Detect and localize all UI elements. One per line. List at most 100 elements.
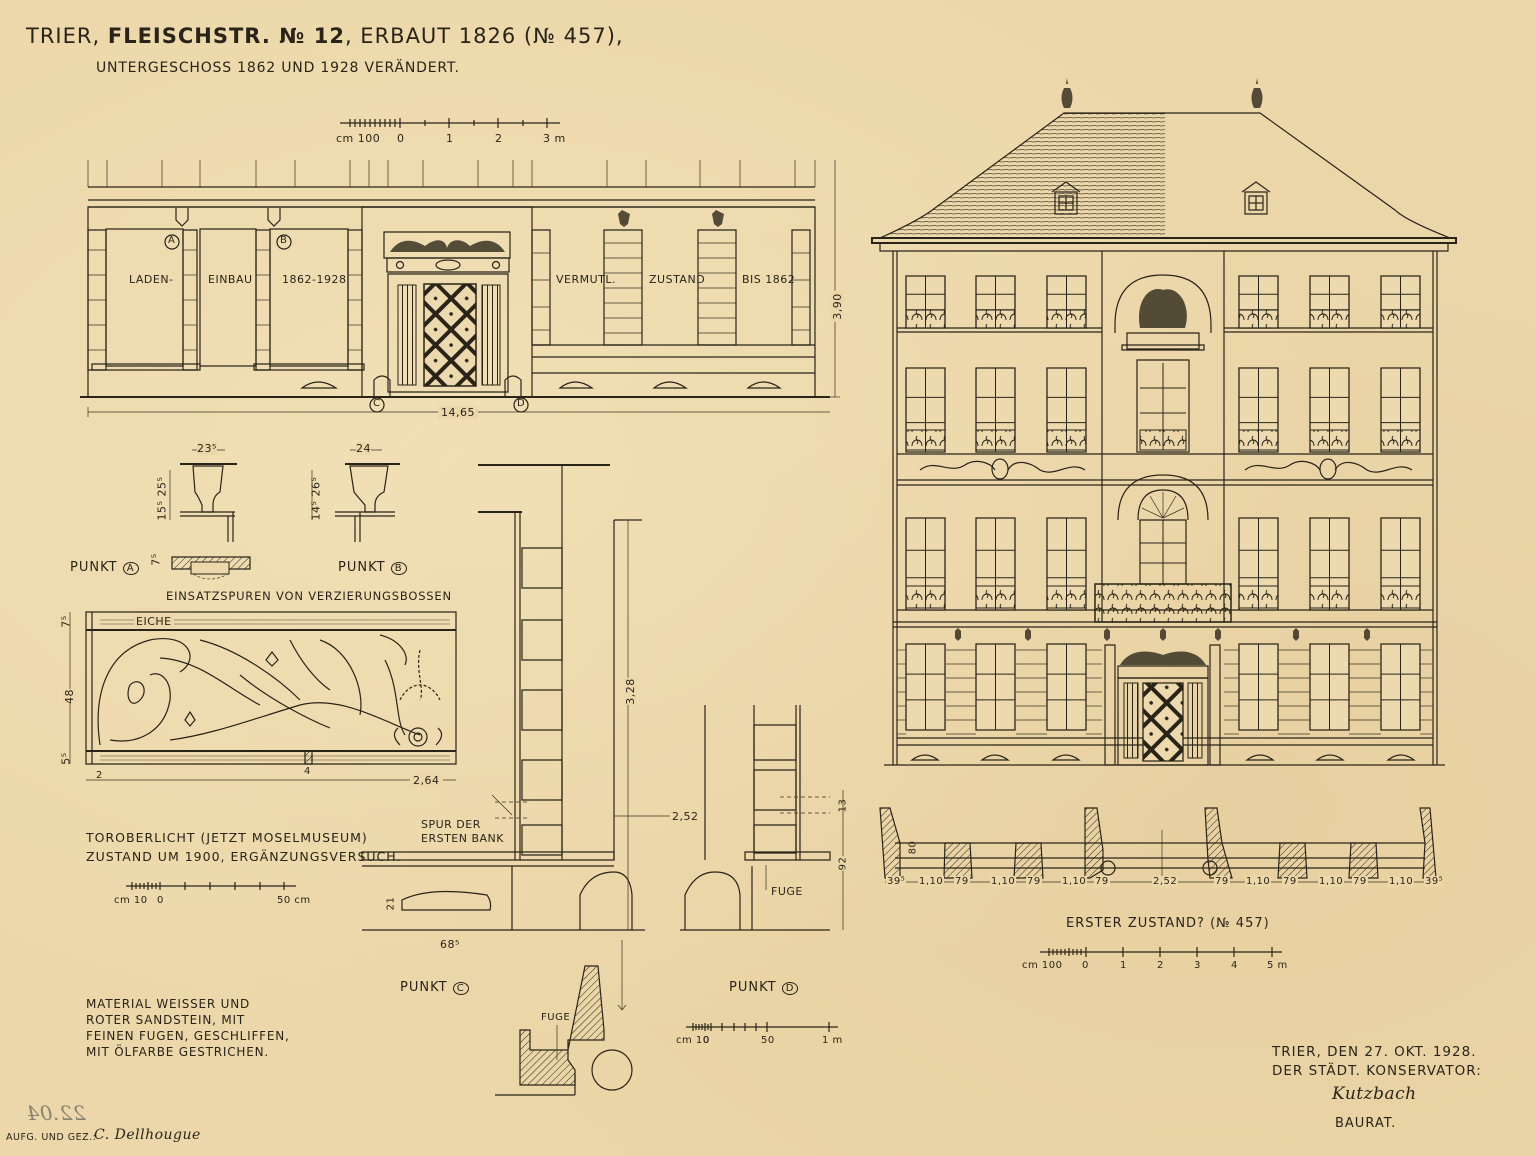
scale-label: cm 10 [114, 895, 148, 906]
scale-label: cm 100 [1022, 960, 1063, 971]
signature-role: BAURAT. [1335, 1116, 1397, 1131]
scale-label: 0 [703, 1035, 710, 1046]
width-dimension: 14,65 [438, 406, 478, 419]
annotation-spur-1: SPUR DER [421, 818, 481, 831]
scale-bar-transom [126, 882, 296, 890]
dim-b-width: 24 [356, 442, 371, 455]
scale-label: 1 [446, 132, 454, 145]
material-note-line: MIT ÖLFARBE GESTRICHEN. [86, 1045, 270, 1059]
window-railing [1239, 430, 1278, 450]
signature-office: DER STÄDT. KONSERVATOR: [1272, 1063, 1482, 1079]
conservator-signature: Kutzbach [1332, 1084, 1417, 1104]
material-eiche: EICHE [134, 615, 174, 628]
window-railing [1047, 310, 1086, 328]
joint-label-d: FUGE [771, 885, 803, 898]
plan-dimension: 1,10 [1061, 876, 1088, 887]
transom-detail [70, 612, 456, 780]
title-city: TRIER, [26, 24, 101, 48]
window-railing [1310, 310, 1349, 328]
annotation-spur-2: ERSTEN BANK [421, 832, 504, 845]
window-railing [1239, 586, 1278, 608]
plan-dimension: 39⁵ [886, 876, 907, 887]
scale-label: 0 [397, 132, 405, 145]
title-street: FLEISCHSTR. № 12 [107, 24, 345, 48]
dim-a-upper: 25⁵ [155, 476, 169, 497]
dim-d-upper: 13 [837, 798, 849, 813]
dim-d-lower: 92 [837, 856, 849, 871]
dim-transom-post: 4 [304, 766, 311, 777]
scale-label: 0 [1082, 960, 1089, 971]
dim-b-upper: 26⁵ [309, 476, 323, 497]
scale-label: 2 [1157, 960, 1164, 971]
marker-a: A [122, 562, 139, 575]
dim-transom-top: 7⁵ [59, 615, 73, 628]
facade-caption: ERSTER ZUSTAND? (№ 457) [1066, 916, 1270, 931]
scale-label: 50 [761, 1035, 775, 1046]
material-note-line: FEINEN FUGEN, GESCHLIFFEN, [86, 1029, 290, 1043]
transom-caption-1: TOROBERLICHT (JETZT MOSELMUSEUM) [86, 830, 368, 845]
elevation-label: ZUSTAND [649, 273, 706, 286]
plan-dimension: 79 [954, 876, 970, 887]
window-railing [1047, 586, 1086, 608]
window-railing [906, 430, 945, 450]
punkt-label: PUNKT [70, 560, 118, 575]
scale-label: 0 [157, 895, 164, 906]
scale-bar-top [340, 118, 560, 128]
dim-a-lower: 15⁵ [155, 500, 169, 521]
scale-bar-facade [1040, 947, 1282, 957]
plan-dimension: 1,10 [1318, 876, 1345, 887]
dormer [1052, 182, 1270, 214]
plan-dimension: 1,10 [1245, 876, 1272, 887]
dim-section-height: 3,28 [623, 678, 637, 705]
credits-label: AUFG. UND GEZ.: [6, 1132, 97, 1143]
scale-label: 3 m [543, 132, 566, 145]
sheet-subtitle: UNTERGESCHOSS 1862 UND 1928 VERÄNDERT. [96, 60, 460, 76]
facade-plan [880, 808, 1440, 882]
detail-b-label: PUNKT B [338, 560, 407, 575]
plan-dimension: 79 [1352, 876, 1368, 887]
window-railing [1381, 430, 1420, 450]
dim-transom-bottom: 5⁵ [59, 752, 73, 765]
dim-plinth-height: 80 [907, 840, 919, 855]
ground-floor-elevation [80, 118, 840, 417]
facade-elevation [872, 78, 1456, 765]
dim-a-width: 23⁵ [197, 442, 217, 455]
elevation-label: 1862-1928 [282, 273, 347, 286]
dim-a-depth: 7⁵ [149, 553, 163, 566]
scale-label: 5 m [1267, 960, 1288, 971]
punkt-label: PUNKT [338, 560, 386, 575]
plan-dimension: 1,10 [1388, 876, 1415, 887]
plan-dimension: 2,52 [1152, 876, 1179, 887]
transom-caption-2: ZUSTAND UM 1900, ERGÄNZUNGSVERSUCH. [86, 849, 402, 864]
elevation-label: LADEN- [129, 273, 174, 286]
marker-b: B [280, 235, 288, 246]
punkt-label: PUNKT [400, 980, 448, 995]
marker-a: A [168, 235, 176, 246]
dim-b-lower: 14⁵ [309, 500, 323, 521]
scale-label: cm 10 [676, 1035, 710, 1046]
plan-dimension: 79 [1214, 876, 1230, 887]
portal-doorway [362, 207, 532, 397]
scale-label: 50 cm [277, 895, 311, 906]
window-railing [1239, 310, 1278, 328]
punkt-label: PUNKT [729, 980, 777, 995]
section-d [680, 705, 843, 930]
title-built: , ERBAUT 1826 (№ 457), [344, 24, 624, 48]
detail-a-label: PUNKT A [70, 560, 139, 575]
scale-label: 2 [495, 132, 503, 145]
plan-dimension: 1,10 [990, 876, 1017, 887]
draftsman-signature: C. Dellhougue [94, 1127, 201, 1143]
elevation-label: BIS 1862 [742, 273, 796, 286]
marker-d: D [517, 398, 526, 409]
section-d-label: PUNKT D [729, 980, 799, 995]
scale-label: cm 100 [336, 132, 381, 145]
sheet-title: TRIER, FLEISCHSTR. № 12, ERBAUT 1826 (№ … [26, 24, 624, 48]
window-railing [906, 310, 945, 328]
scale-bar-detail [686, 1022, 838, 1032]
window-railing [906, 586, 945, 608]
dim-niche-height: 21 [385, 896, 397, 911]
material-note-line: ROTER SANDSTEIN, MIT [86, 1013, 246, 1027]
material-note: MATERIAL WEISSER UND ROTER SANDSTEIN, MI… [86, 996, 290, 1060]
plan-dimension: 1,10 [918, 876, 945, 887]
height-dimension: 3,90 [830, 291, 844, 322]
